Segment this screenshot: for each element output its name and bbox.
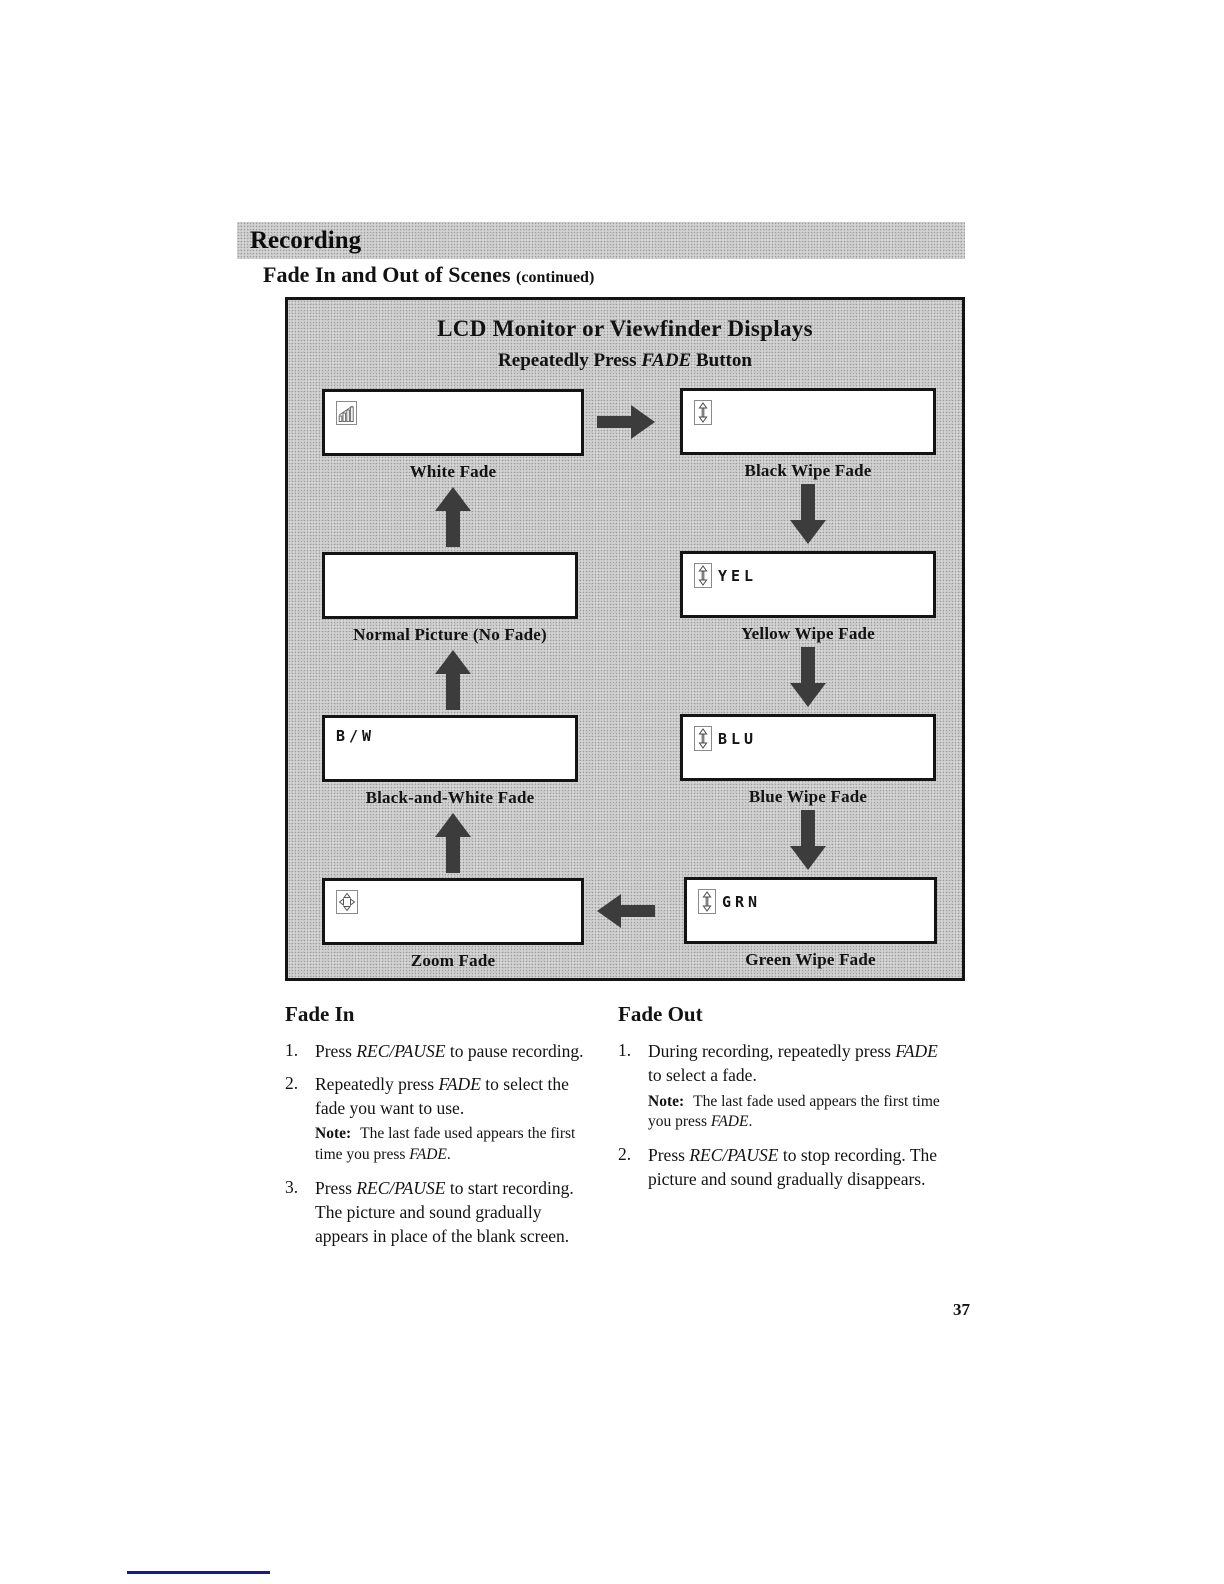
instruction-item: 1. During recording, repeatedly press FAD… [618, 1040, 946, 1135]
fade-out-heading: Fade Out [618, 1002, 703, 1026]
lcd-screen: B/W [322, 715, 578, 782]
item-number: 2. [285, 1072, 299, 1093]
flow-arrow-right-icon [597, 405, 655, 439]
instruction-item: 3. Press REC/PAUSE to start recording. Th… [285, 1177, 587, 1248]
instruction-item: 1. Press REC/PAUSE to pause recording. [285, 1040, 587, 1064]
flow-arrow-down-icon [790, 810, 826, 870]
subsection-continued-label: (continued) [516, 269, 595, 286]
fade-in-list: 1. Press REC/PAUSE to pause recording. 2. R… [285, 1040, 587, 1248]
item-number: 1. [618, 1040, 632, 1060]
diagram-title: LCD Monitor or Viewfinder Displays [437, 316, 813, 341]
fade-out-list: 1. During recording, repeatedly press FAD… [618, 1040, 946, 1192]
item-text: Press REC/PAUSE to pause recording. [315, 1041, 584, 1061]
subsection-title: Fade In and Out of Scenes [263, 262, 511, 287]
cell-caption: Black Wipe Fade [744, 461, 872, 480]
page-number: 37 [953, 1300, 970, 1319]
item-text: Press REC/PAUSE to stop recording. The p… [648, 1145, 938, 1189]
display-cell-black-and-white-fade: B/W Black-and-White Fade [322, 715, 578, 808]
flow-arrow-up-icon [435, 487, 471, 547]
display-cell-green-wipe-fade: GRN Green Wipe Fade [684, 877, 937, 970]
item-text: Press REC/PAUSE to start recording. The … [315, 1177, 574, 1246]
fade-bars-icon [336, 401, 357, 425]
osd-text: GRN [722, 892, 762, 911]
note-label: Note: [648, 1092, 685, 1110]
wipe-arrow-icon [694, 400, 712, 425]
cell-caption: White Fade [409, 462, 497, 481]
zoom-arrows-icon [336, 890, 358, 914]
osd-text: BLU [718, 729, 758, 748]
section-header-bar: Recording [237, 222, 965, 259]
section-title: Recording [250, 227, 362, 254]
flow-arrow-down-icon [790, 484, 826, 544]
item-text: During recording, repeatedly press FADE … [648, 1041, 938, 1085]
lcd-screen [322, 552, 578, 619]
cell-caption: Blue Wipe Fade [748, 787, 868, 806]
diagram-subtitle: Repeatedly Press FADE Button [498, 350, 752, 371]
lcd-screen [322, 389, 584, 456]
display-cell-black-wipe-fade: Black Wipe Fade [680, 388, 936, 481]
instruction-item: 2. Repeatedly press FADE to select the fa… [285, 1073, 587, 1168]
note-text: Note:The last fade used appears the firs… [648, 1092, 940, 1131]
lcd-screen: YEL [680, 551, 936, 618]
subsection-heading: Fade In and Out of Scenes (continued) [263, 262, 963, 288]
item-number: 2. [618, 1144, 632, 1165]
item-number: 1. [285, 1040, 299, 1060]
flow-arrow-left-icon [597, 894, 655, 928]
fade-in-heading: Fade In [285, 1002, 355, 1026]
osd-text: B/W [336, 727, 376, 745]
item-text: Repeatedly press FADE to select the fade… [315, 1073, 569, 1118]
instruction-item: 2. Press REC/PAUSE to stop recording. The… [618, 1144, 946, 1192]
lcd-screen: BLU [680, 714, 936, 781]
wipe-arrow-icon [694, 563, 712, 588]
cell-caption: Zoom Fade [410, 951, 496, 970]
flow-arrow-up-icon [435, 813, 471, 873]
cell-caption: Black-and-White Fade [365, 788, 535, 807]
item-number: 3. [285, 1176, 299, 1197]
cell-caption: Normal Picture (No Fade) [353, 625, 547, 644]
footer-rule [127, 1571, 270, 1574]
display-cell-zoom-fade: Zoom Fade [322, 878, 584, 971]
note-label: Note: [315, 1125, 352, 1143]
lcd-screen: GRN [684, 877, 937, 944]
cell-caption: Yellow Wipe Fade [741, 624, 875, 643]
flow-arrow-up-icon [435, 650, 471, 710]
fade-in-section: Fade In 1. Press REC/PAUSE to pause recor… [285, 1002, 587, 1257]
display-cell-normal-picture: Normal Picture (No Fade) [322, 552, 578, 645]
wipe-arrow-icon [694, 726, 712, 751]
wipe-arrow-icon [698, 889, 716, 914]
cell-caption: Green Wipe Fade [745, 950, 876, 969]
lcd-screen [680, 388, 936, 455]
osd-text: YEL [718, 566, 758, 585]
note-text: Note:The last fade used appears the firs… [315, 1125, 576, 1164]
display-cell-white-fade: White Fade [322, 389, 584, 482]
display-cell-blue-wipe-fade: BLU Blue Wipe Fade [680, 714, 936, 807]
fade-out-section: Fade Out 1. During recording, repeatedly … [618, 1002, 946, 1201]
lcd-screen [322, 878, 584, 945]
flow-arrow-down-icon [790, 647, 826, 707]
display-cell-yellow-wipe-fade: YEL Yellow Wipe Fade [680, 551, 936, 644]
